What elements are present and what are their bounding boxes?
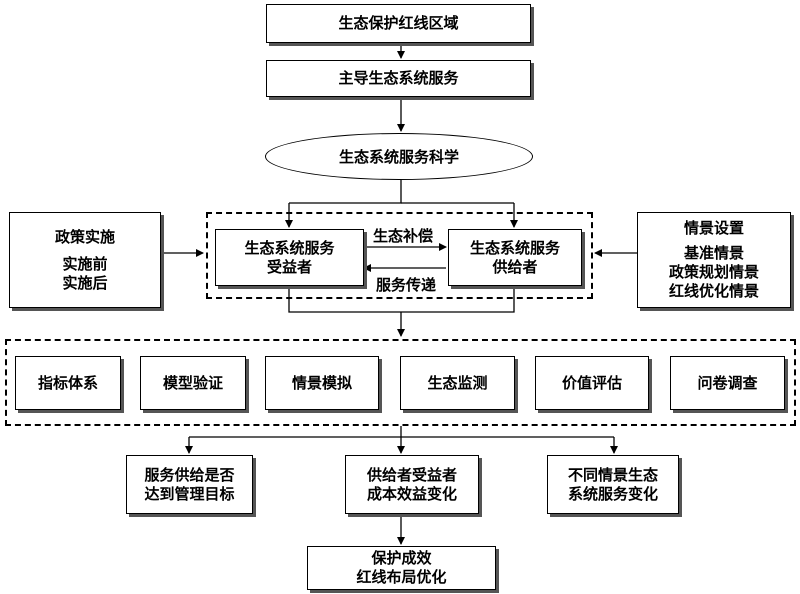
method-label: 价值评估 — [561, 373, 622, 392]
outcome-line: 供给者受益者 — [366, 465, 457, 484]
policy-item: 实施后 — [62, 273, 108, 292]
scenario-item: 基准情景 — [683, 244, 744, 262]
method-label: 情景模拟 — [291, 373, 352, 392]
method-label: 生态监测 — [427, 373, 488, 392]
scenario-item: 红线优化情景 — [668, 282, 759, 300]
method-box: 指标体系 — [15, 356, 121, 410]
methods-dashed-frame — [5, 339, 796, 426]
core-dashed-frame — [206, 212, 593, 299]
compensation-label: 生态补偿 — [371, 225, 436, 246]
region-label: 生态保护红线区域 — [338, 14, 459, 32]
region-box: 生态保护红线区域 — [266, 4, 531, 43]
dominant-service-label: 主导生态系统服务 — [338, 69, 459, 87]
outcome-box: 供给者受益者 成本效益变化 — [345, 455, 479, 514]
beneficiary-line: 受益者 — [266, 257, 312, 276]
method-box: 情景模拟 — [265, 356, 379, 410]
outcome-box: 服务供给是否 达到管理目标 — [126, 455, 253, 514]
policy-box: 政策实施 实施前 实施后 — [9, 212, 161, 308]
policy-title: 政策实施 — [54, 227, 115, 246]
scenario-box: 情景设置 基准情景 政策规划情景 红线优化情景 — [637, 212, 791, 308]
science-label: 生态系统服务科学 — [338, 148, 459, 166]
outcome-line: 系统服务变化 — [567, 484, 658, 503]
beneficiary-line: 生态系统服务 — [244, 238, 335, 257]
method-box: 问卷调查 — [670, 356, 785, 410]
outcome-line: 达到管理目标 — [144, 484, 235, 503]
outcome-line: 成本效益变化 — [366, 484, 457, 503]
method-box: 价值评估 — [535, 356, 649, 410]
method-label: 指标体系 — [37, 373, 98, 392]
dominant-service-box: 主导生态系统服务 — [266, 60, 531, 97]
connector-science-split — [289, 180, 402, 204]
supplier-box: 生态系统服务 供给者 — [448, 229, 582, 286]
supplier-line: 生态系统服务 — [469, 238, 560, 257]
method-label: 问卷调查 — [697, 373, 758, 392]
method-box: 模型验证 — [140, 356, 246, 410]
scenario-item: 政策规划情景 — [668, 263, 759, 281]
method-label: 模型验证 — [162, 373, 223, 392]
final-line: 红线布局优化 — [356, 568, 447, 586]
policy-item: 实施前 — [62, 254, 108, 273]
final-box: 保护成效 红线布局优化 — [307, 546, 496, 590]
outcome-line: 不同情景生态 — [567, 465, 658, 484]
outcome-box: 不同情景生态 系统服务变化 — [547, 455, 679, 514]
final-line: 保护成效 — [371, 549, 432, 567]
beneficiary-box: 生态系统服务 受益者 — [215, 229, 364, 286]
transmission-label: 服务传递 — [374, 274, 439, 295]
supplier-line: 供给者 — [492, 257, 538, 276]
outcome-line: 服务供给是否 — [144, 465, 235, 484]
science-ellipse: 生态系统服务科学 — [265, 133, 533, 180]
method-box: 生态监测 — [400, 356, 515, 410]
scenario-title: 情景设置 — [683, 219, 744, 237]
